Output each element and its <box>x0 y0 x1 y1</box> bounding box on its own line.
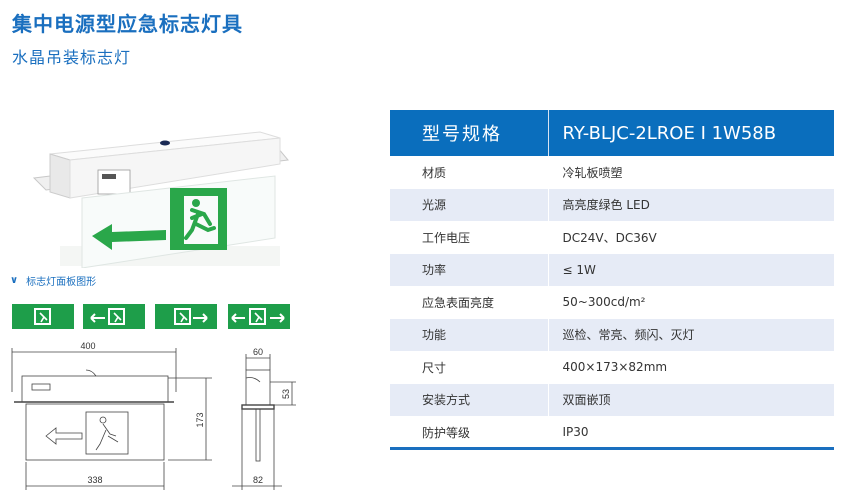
arrow-right-icon <box>193 313 208 323</box>
exit-door-icon <box>249 308 266 325</box>
panel-exit-both <box>228 304 290 329</box>
spec-value: IP30 <box>562 425 589 440</box>
spec-value: DC24V、DC36V <box>562 230 657 245</box>
arrow-left-icon <box>90 313 105 323</box>
spec-value: 50~300cd/m² <box>562 295 646 310</box>
dim-label-82: 82 <box>253 475 263 485</box>
dim-label-53: 53 <box>281 389 291 399</box>
spec-row-size: 尺寸 400×173×82mm <box>390 351 834 384</box>
spec-value: 双面嵌顶 <box>548 383 834 416</box>
panel-exit-right <box>155 304 217 329</box>
dimension-drawing: 400 338 173 60 53 82 <box>11 341 296 490</box>
exit-door-icon <box>108 308 125 325</box>
product-image <box>32 131 289 268</box>
dim-label-338: 338 <box>87 475 102 485</box>
spec-value: 400×173×82mm <box>562 360 668 375</box>
spec-key: 材质 <box>390 156 549 189</box>
spec-row-installation: 安装方式双面嵌顶 <box>390 383 834 416</box>
spec-row-power: 功率≤ 1W <box>390 253 834 286</box>
spec-table-bottom-border <box>390 447 834 450</box>
spec-row-voltage: 工作电压 DC24V、DC36V <box>390 221 834 254</box>
arrow-left-icon <box>231 313 245 323</box>
front-view <box>11 348 212 490</box>
connector <box>97 169 131 195</box>
spec-value: 冷轧板喷塑 <box>562 165 623 180</box>
spec-row-function: 功能巡检、常亮、频闪、灭灯 <box>390 318 834 351</box>
side-view <box>232 354 296 490</box>
spec-key: 光源 <box>390 188 549 221</box>
dim-label-60: 60 <box>253 347 263 357</box>
page-title: 集中电源型应急标志灯具 <box>12 12 243 36</box>
panel-caption: ∨ 标志灯面板图形 <box>10 273 96 288</box>
spec-key: 尺寸 <box>390 351 549 384</box>
runner-head <box>192 199 200 207</box>
connector-slot <box>102 174 116 179</box>
dim-label-173: 173 <box>195 412 205 427</box>
spec-header-row: 型号规格 RY-BLJC-2LROE Ⅰ 1W58B <box>390 110 834 156</box>
arrow-left-icon <box>92 224 166 250</box>
spec-key: 应急表面亮度 <box>390 286 549 319</box>
spec-key: 防护等级 <box>390 416 549 449</box>
panel-caption-text: 标志灯面板图形 <box>26 277 97 288</box>
running-man-icon <box>184 208 216 240</box>
spec-key: 功能 <box>390 318 549 351</box>
chevron-down-icon: ∨ <box>10 275 19 286</box>
spec-row-light-source: 光源高亮度绿色 LED <box>390 188 834 221</box>
spec-header-value: RY-BLJC-2LROE Ⅰ 1W58B <box>548 110 834 156</box>
spec-row-brightness: 应急表面亮度 50~300cd/m² <box>390 286 834 319</box>
page-subtitle: 水晶吊装标志灯 <box>12 48 132 67</box>
spec-key: 工作电压 <box>390 221 549 254</box>
spec-table: 型号规格 RY-BLJC-2LROE Ⅰ 1W58B 材质冷轧板喷塑 光源高亮度… <box>390 110 834 449</box>
spec-key: 安装方式 <box>390 383 549 416</box>
spec-row-protection: 防护等级 IP30 <box>390 416 834 449</box>
panel-exit-left <box>83 304 145 329</box>
housing-side <box>49 153 71 199</box>
spec-header-key: 型号规格 <box>390 110 549 156</box>
spec-row-material: 材质冷轧板喷塑 <box>390 156 834 189</box>
spec-value: ≤ 1W <box>548 253 834 286</box>
spec-key: 功率 <box>390 253 549 286</box>
exit-door-icon <box>34 308 51 325</box>
exit-door-icon <box>174 308 191 325</box>
panel-exit-only <box>12 304 74 329</box>
spec-value: 高亮度绿色 LED <box>548 188 834 221</box>
sensor-dot <box>160 140 170 146</box>
spec-value: 巡检、常亮、频闪、灭灯 <box>548 318 834 351</box>
dim-label-400: 400 <box>80 341 95 351</box>
arrow-right-icon <box>270 313 285 323</box>
